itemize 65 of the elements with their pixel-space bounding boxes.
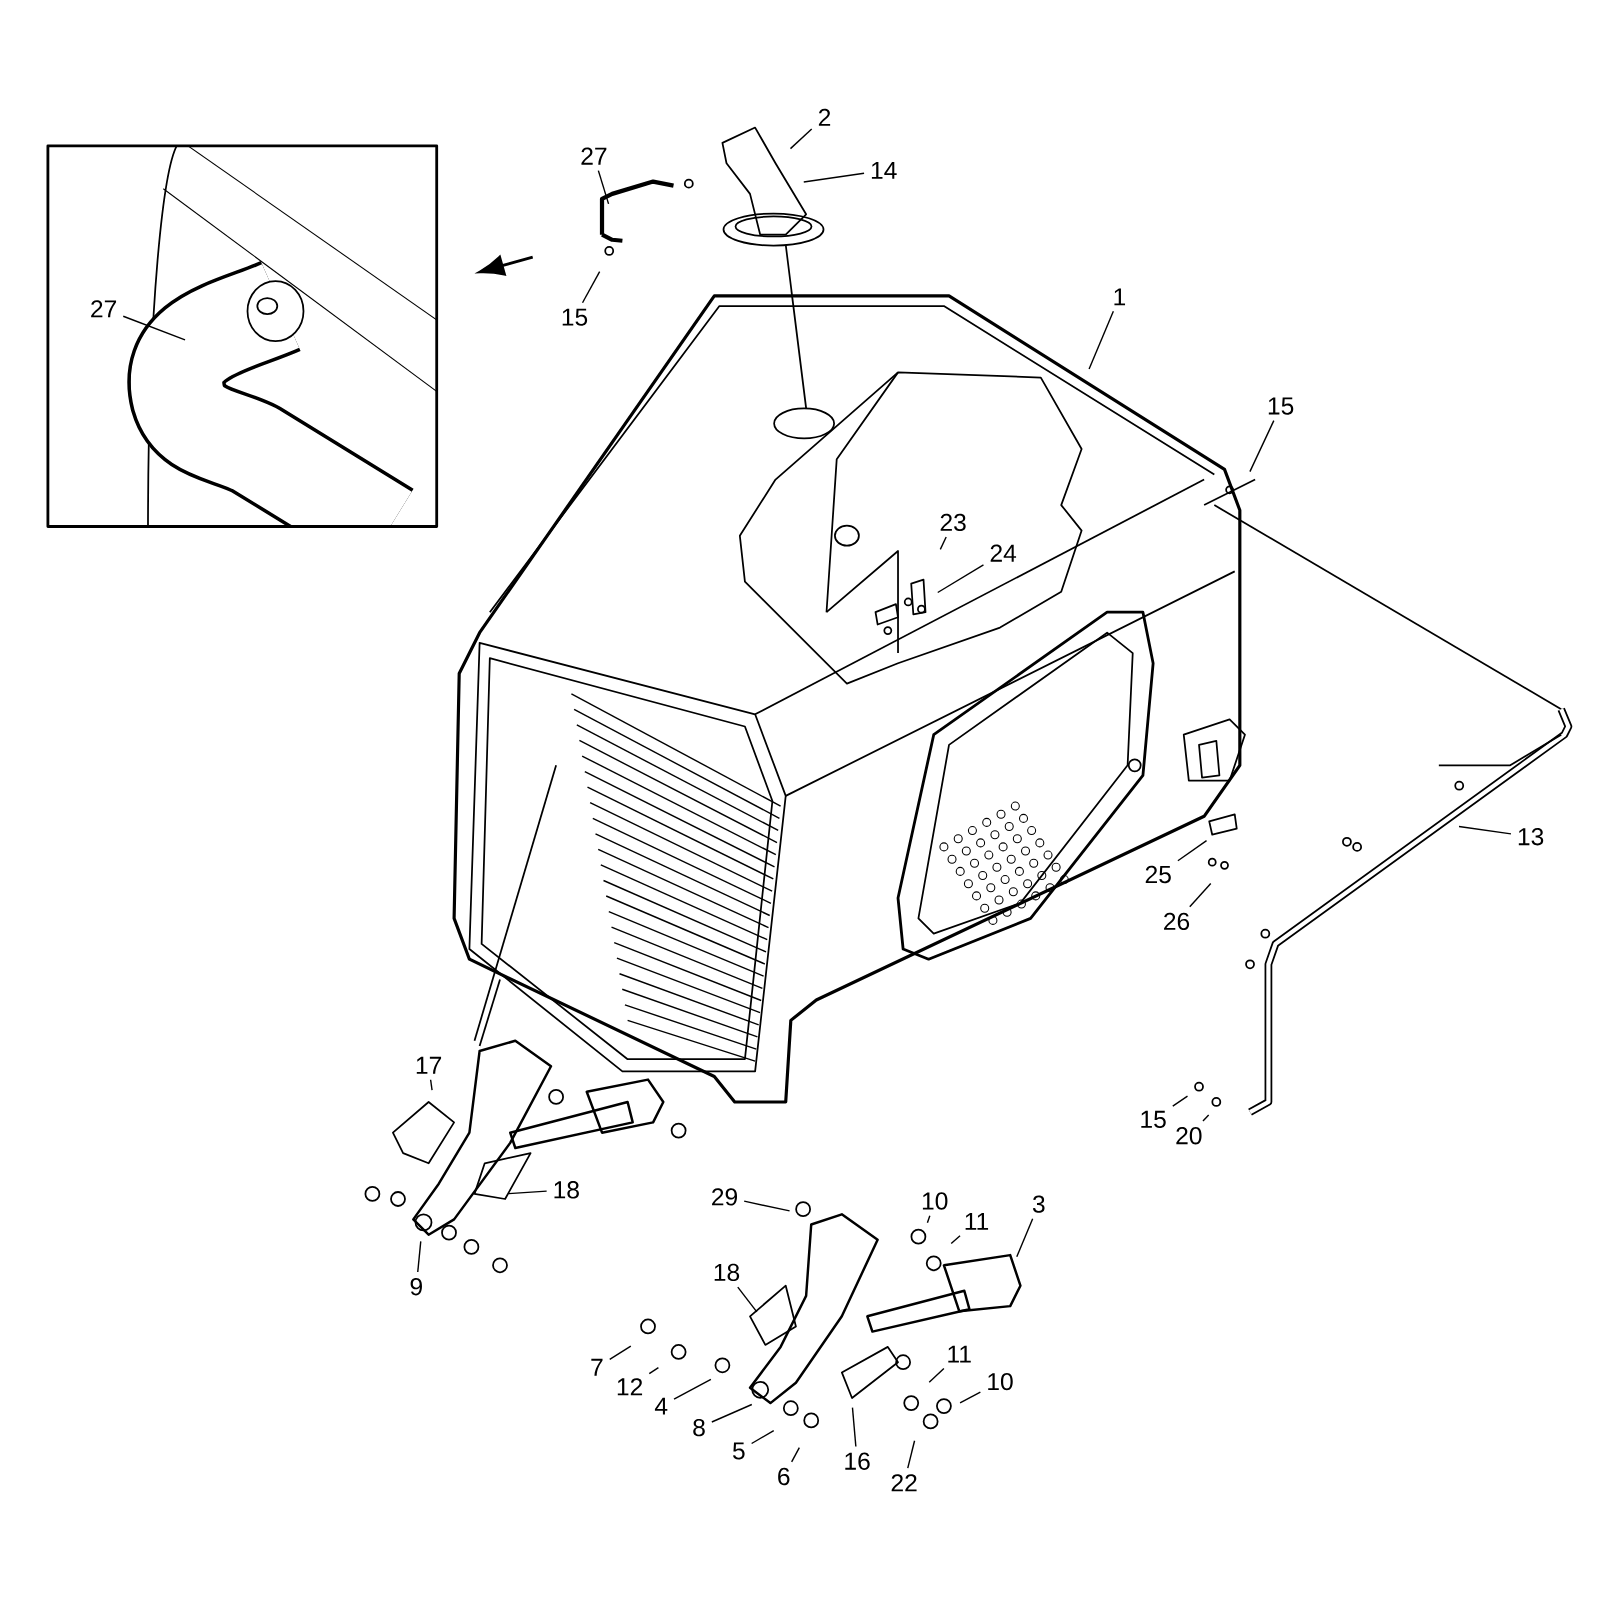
leader-line	[581, 270, 601, 304]
leader-line	[937, 564, 985, 594]
callout-number: 26	[1164, 912, 1190, 931]
callout-number: 22	[891, 1474, 917, 1492]
leader-line	[789, 128, 813, 150]
leader-line	[750, 1429, 775, 1445]
leader-line	[711, 1403, 753, 1423]
callout-number: 11	[948, 1345, 971, 1363]
callout-number: 11	[965, 1212, 989, 1230]
leader-line	[648, 1366, 660, 1375]
leader-line	[1088, 310, 1115, 370]
leader-line	[1249, 419, 1275, 473]
leader-line	[737, 1286, 758, 1313]
callout-number: 17	[416, 1056, 442, 1074]
leader-line	[417, 1240, 422, 1273]
leader-line	[959, 1391, 982, 1404]
leader-line	[1177, 839, 1208, 862]
callout-number: 18	[554, 1181, 579, 1199]
callout-number: 7	[591, 1358, 603, 1376]
callout-number: 16	[845, 1452, 870, 1470]
leader-line	[907, 1440, 916, 1469]
callout-number: 18	[714, 1263, 740, 1282]
leader-line	[939, 536, 947, 551]
callout-number: 15	[1268, 397, 1294, 415]
leader-line	[950, 1235, 961, 1245]
callout-number: 1	[1114, 288, 1126, 306]
leader-line	[1189, 882, 1212, 908]
callout-number: 29	[712, 1188, 737, 1206]
callout-number: 10	[988, 1372, 1013, 1391]
callout-number: 8	[693, 1418, 705, 1437]
callout-number: 3	[1032, 1195, 1045, 1213]
callout-number: 24	[990, 544, 1017, 562]
leader-line	[1458, 825, 1512, 835]
callout-number: 15	[562, 308, 588, 326]
leader-line	[597, 169, 610, 205]
leader-line	[673, 1378, 712, 1400]
leader-line	[926, 1214, 931, 1224]
callout-number: 23	[940, 513, 966, 532]
leader-line	[1172, 1095, 1189, 1107]
leader-line	[743, 1200, 791, 1212]
callout-number: 15	[1141, 1110, 1166, 1128]
callout-number: 12	[617, 1378, 643, 1396]
leader-line	[928, 1367, 945, 1384]
leader-line	[803, 172, 865, 183]
leader-line	[609, 1345, 632, 1360]
inset-frame	[46, 144, 439, 528]
callout-number: 20	[1176, 1127, 1202, 1145]
leader-line	[1202, 1114, 1210, 1122]
callout-number: 5	[732, 1442, 745, 1460]
leader-line	[507, 1190, 548, 1195]
callout-number: 27	[91, 300, 117, 318]
callout-number: 27	[581, 147, 607, 165]
callout-number: 9	[410, 1278, 422, 1296]
leader-line	[1016, 1218, 1034, 1258]
callout-number: 13	[1518, 828, 1544, 846]
leader-line	[790, 1446, 801, 1463]
leader-line	[122, 315, 186, 341]
callout-number: 4	[654, 1397, 668, 1415]
callout-number: 2	[818, 108, 831, 126]
callout-number: 14	[871, 161, 897, 179]
callout-number: 10	[922, 1192, 948, 1210]
callout-number: 25	[1145, 865, 1171, 884]
leader-line	[851, 1406, 857, 1448]
leader-line	[429, 1079, 433, 1091]
callout-number: 6	[778, 1467, 790, 1486]
